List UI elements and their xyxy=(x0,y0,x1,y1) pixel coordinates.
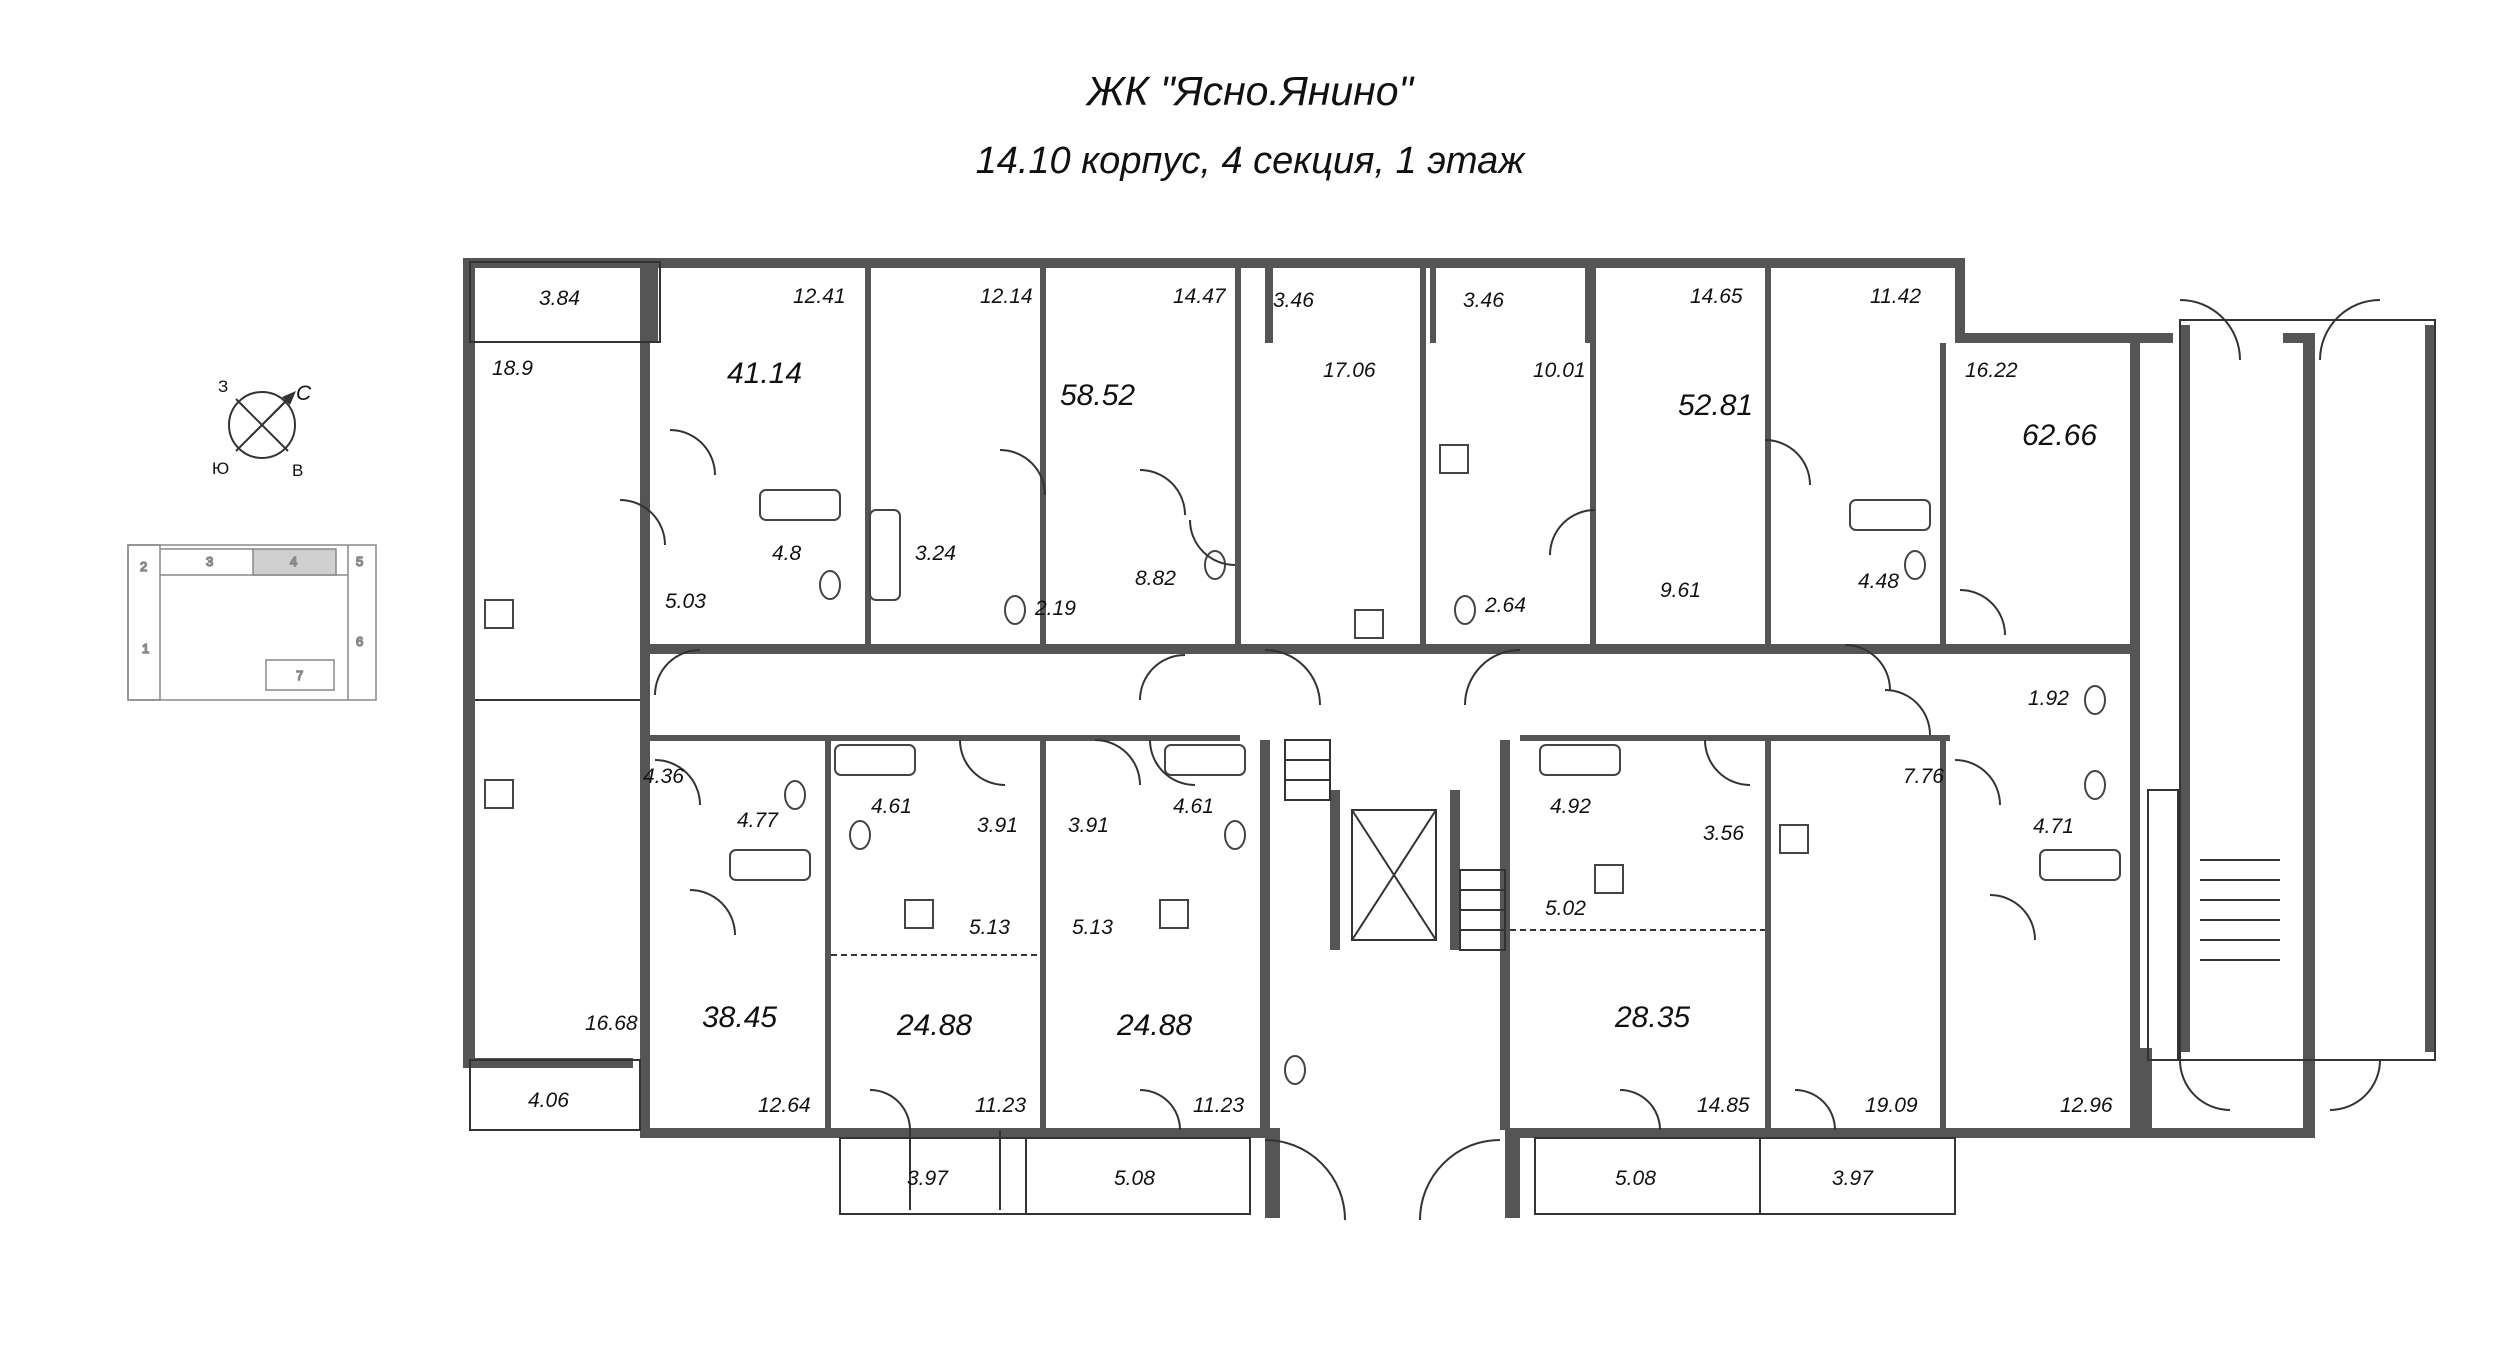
room-area: 12.41 xyxy=(793,285,846,308)
room-area: 17.06 xyxy=(1323,359,1376,382)
svg-text:2: 2 xyxy=(140,559,147,574)
room-area: 3.46 xyxy=(1273,289,1314,312)
key-plan-current-section xyxy=(252,548,337,576)
interior-lines xyxy=(469,261,2436,1221)
svg-text:7: 7 xyxy=(296,668,303,683)
room-area: 3.46 xyxy=(1463,289,1504,312)
room-area: 9.61 xyxy=(1660,579,1701,602)
room-area: 12.14 xyxy=(980,285,1033,308)
room-area: 19.09 xyxy=(1865,1094,1918,1117)
room-area: 1.92 xyxy=(2028,687,2069,710)
room-area: 4.77 xyxy=(737,809,779,832)
room-area: 3.24 xyxy=(915,542,956,565)
room-area: 3.91 xyxy=(977,814,1018,837)
room-area: 14.65 xyxy=(1690,285,1743,308)
room-area: 3.56 xyxy=(1703,822,1744,845)
apartment-area: 62.66 xyxy=(2022,419,2097,452)
svg-text:6: 6 xyxy=(356,634,363,649)
building-walls xyxy=(463,258,2435,1218)
apartment-area: 52.81 xyxy=(1678,389,1753,422)
room-area: 4.48 xyxy=(1858,570,1899,593)
compass-icon: С З Ю В xyxy=(212,377,312,480)
room-area-labels: 3.84 18.9 12.41 12.14 14.47 3.46 17.06 3… xyxy=(492,285,2113,1190)
room-area: 2.64 xyxy=(1484,594,1526,617)
room-area: 4.8 xyxy=(772,542,802,565)
apartment-area: 58.52 xyxy=(1060,379,1135,412)
room-area: 5.08 xyxy=(1114,1167,1155,1190)
room-area: 4.71 xyxy=(2033,815,2074,838)
room-area: 4.36 xyxy=(643,765,684,788)
compass-south: Ю xyxy=(212,459,229,478)
room-area: 11.23 xyxy=(1193,1094,1244,1117)
apartment-area: 41.14 xyxy=(727,357,802,390)
apartment-area: 28.35 xyxy=(1614,1001,1690,1034)
apartment-area: 24.88 xyxy=(896,1009,972,1042)
apartment-area: 38.45 xyxy=(702,1001,777,1034)
page-subtitle: 14.10 корпус, 4 секция, 1 этаж xyxy=(975,140,1525,182)
room-area: 5.03 xyxy=(665,590,706,613)
room-area: 5.02 xyxy=(1545,897,1586,920)
room-area: 3.97 xyxy=(1832,1167,1874,1190)
room-area: 2.19 xyxy=(1034,597,1076,620)
bath-fixtures xyxy=(484,444,2121,1085)
svg-text:1: 1 xyxy=(142,641,149,656)
room-area: 4.92 xyxy=(1550,795,1591,818)
room-area: 3.84 xyxy=(539,287,580,310)
room-area: 5.13 xyxy=(969,916,1010,939)
room-area: 5.13 xyxy=(1072,916,1113,939)
room-area: 12.96 xyxy=(2060,1094,2113,1117)
svg-text:3: 3 xyxy=(206,554,213,569)
apartment-area-labels: 41.14 58.52 52.81 62.66 38.45 24.88 24.8… xyxy=(702,357,2097,1042)
compass-north: С xyxy=(296,382,312,405)
room-area: 14.47 xyxy=(1173,285,1227,308)
room-area: 11.23 xyxy=(975,1094,1026,1117)
compass-west: З xyxy=(218,377,228,396)
compass-east: В xyxy=(292,461,303,480)
room-area: 8.82 xyxy=(1135,567,1176,590)
room-area: 11.42 xyxy=(1870,285,1921,308)
room-area: 5.08 xyxy=(1615,1167,1656,1190)
room-area: 12.64 xyxy=(758,1094,811,1117)
room-area: 14.85 xyxy=(1697,1094,1750,1117)
room-area: 3.91 xyxy=(1068,814,1109,837)
room-area: 16.22 xyxy=(1965,359,2018,382)
svg-text:5: 5 xyxy=(356,554,363,569)
room-area: 3.97 xyxy=(907,1167,949,1190)
room-area: 4.06 xyxy=(528,1089,569,1112)
apartment-area: 24.88 xyxy=(1116,1009,1192,1042)
room-area: 4.61 xyxy=(1173,795,1214,818)
room-area: 7.76 xyxy=(1903,765,1944,788)
svg-text:4: 4 xyxy=(290,554,297,569)
room-area: 18.9 xyxy=(492,357,533,380)
room-area: 4.61 xyxy=(871,795,912,818)
page-title: ЖК "Ясно.Янино" xyxy=(1086,68,1414,114)
key-plan: 1 2 3 4 5 6 7 xyxy=(127,544,377,701)
room-area: 16.68 xyxy=(585,1012,638,1035)
door-swings xyxy=(619,429,2036,1131)
room-area: 10.01 xyxy=(1533,359,1586,382)
